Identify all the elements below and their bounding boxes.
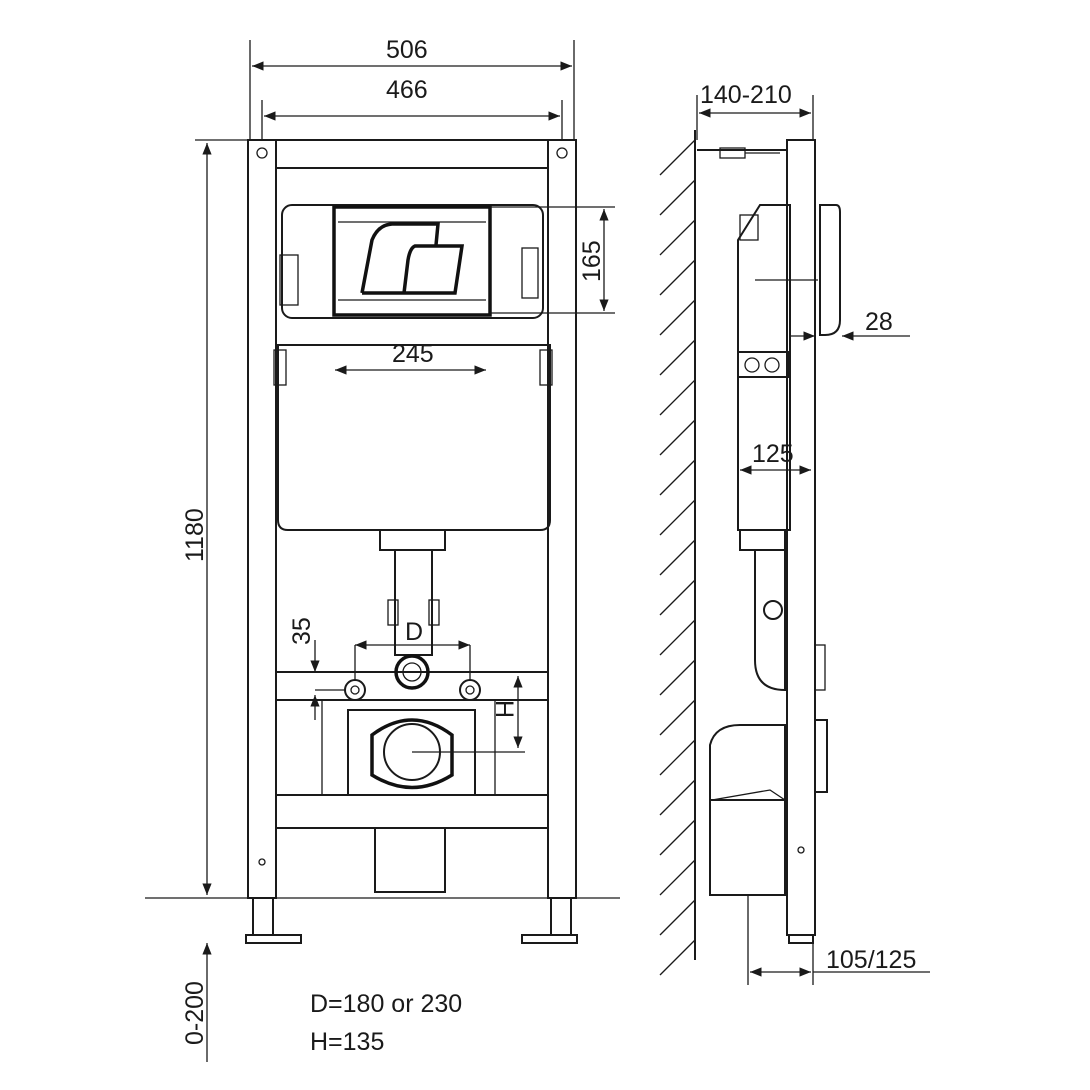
note-h: H=135 [310,1028,384,1056]
wall-hatch-line [659,259,696,296]
dim-105-125: 105/125 [826,946,916,974]
dim-0-200: 0-200 [181,981,209,1045]
dim-466: 466 [386,76,428,104]
wall-hatch-line [659,419,696,456]
front-view [245,139,578,944]
wall-hatch-line [659,459,696,496]
wall-hatch-line [659,139,696,176]
note-d: D=180 or 230 [310,990,462,1018]
dim-140-210: 140-210 [700,81,792,109]
wall-hatch-line [659,779,696,816]
dim-28: 28 [865,308,893,336]
side-dimensions: 140-210 28 125 105/125 [696,81,930,985]
wall-hatch-line [659,379,696,416]
wall-hatch-line [659,939,696,976]
wall-hatch-line [659,619,696,656]
dim-245: 245 [392,340,434,368]
wall-hatch-line [659,539,696,576]
dim-1180: 1180 [181,508,209,562]
wall-hatch-line [659,859,696,896]
wall-hatch-line [659,299,696,336]
side-view [659,130,841,976]
dim-125: 125 [752,440,794,468]
dim-35: 35 [288,617,316,645]
wall-hatch-line [659,179,696,216]
wall-hatch-line [659,659,696,696]
wall-hatch-line [659,819,696,856]
wall-hatch-line [659,339,696,376]
dim-506: 506 [386,36,428,64]
wall-hatch-line [659,739,696,776]
wall-hatch-line [659,899,696,936]
dim-h: H [490,700,518,718]
wall-hatch-line [659,579,696,616]
front-dimensions: 506 466 165 245 1180 0-200 35 D H D=180 … [145,36,620,1062]
dim-d: D [405,618,423,646]
wall-hatch-line [659,499,696,536]
wall-hatch-line [659,699,696,736]
dim-165: 165 [578,240,606,282]
wall-hatch-line [659,219,696,256]
